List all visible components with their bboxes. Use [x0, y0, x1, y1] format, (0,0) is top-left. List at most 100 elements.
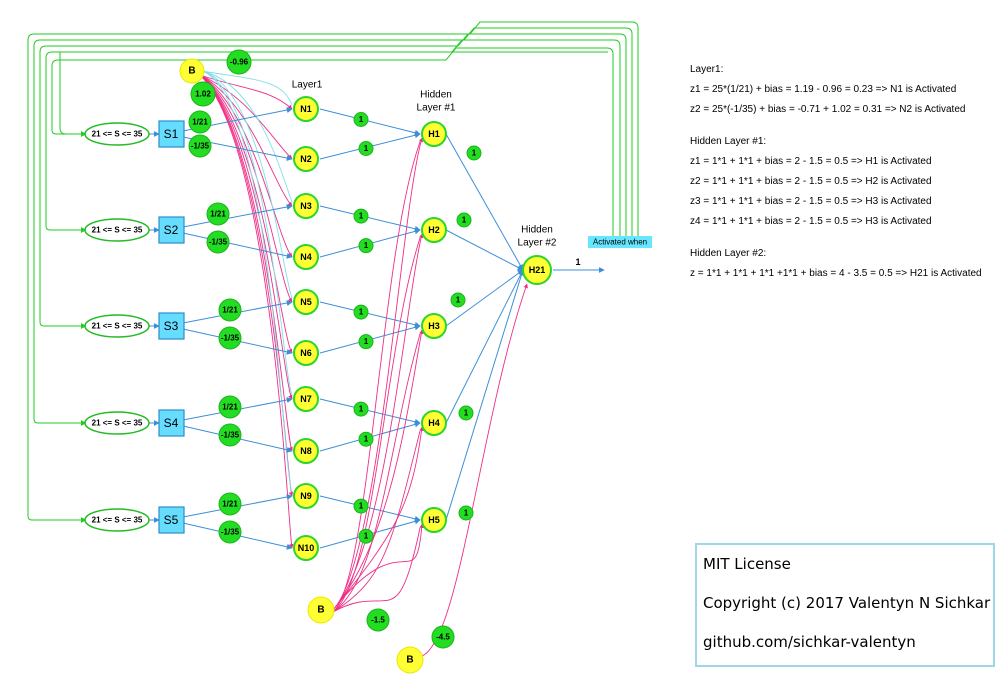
weight-link: [445, 229, 524, 271]
input-label: S2: [164, 223, 179, 237]
weight-link: [319, 301, 421, 328]
layer1-node-label: N6: [300, 348, 312, 358]
weight-label: 1: [456, 296, 461, 305]
weight-label: -4.5: [436, 633, 450, 642]
input-box: [158, 312, 185, 340]
output-node: [522, 255, 552, 285]
layer1-node: [293, 146, 319, 172]
weight-badge: [358, 141, 374, 156]
bias-link-highlight: [201, 70, 293, 493]
layer1-node: [293, 386, 319, 412]
layer1-node: [293, 96, 319, 122]
layer1-node-label: N8: [300, 446, 312, 456]
hidden1-node: [421, 313, 447, 339]
weight-label: 1: [464, 409, 469, 418]
weight-badge: [218, 326, 242, 350]
hidden1-title: Hidden Layer #1:: [690, 136, 767, 147]
condition-ellipse: [84, 411, 150, 435]
weight-badge: [353, 208, 369, 224]
bias-link: [199, 74, 293, 207]
weight-label: 1: [364, 337, 369, 346]
weight-label: 1: [359, 308, 364, 317]
weight-badge: [450, 292, 466, 308]
layer1-node: [293, 438, 319, 464]
layer1-node: [293, 289, 319, 315]
layer1-node: [293, 340, 319, 366]
bias-link: [332, 426, 424, 611]
weight-label: -1.5: [371, 616, 385, 625]
weight-badge: [206, 202, 230, 226]
hidden2-equation: z = 1*1 + 1*1 + 1*1 +1*1 + bias = 4 - 3.…: [690, 268, 982, 279]
feedback-line: [59, 52, 86, 135]
license-copyright: Copyright (c) 2017 Valentyn N Sichkar: [703, 594, 991, 612]
bias-node: [307, 596, 335, 624]
feedback-line: [45, 39, 621, 236]
weight-label: 1/21: [222, 306, 238, 315]
layer1-equation-2: z2 = 25*(-1/35) + bias = -0.71 + 1.02 = …: [690, 104, 966, 115]
bias-node: [396, 646, 424, 674]
license-link[interactable]: github.com/sichkar-valentyn: [703, 633, 916, 651]
bias-link: [199, 74, 293, 400]
weight-label: -1/35: [221, 431, 240, 440]
hidden1-equation-4: z4 = 1*1 + 1*1 + bias = 2 - 1.5 = 0.5 =>…: [690, 216, 932, 227]
bias-link: [199, 74, 293, 303]
weight-link: [445, 269, 525, 521]
layer1-node-label: N9: [300, 491, 312, 501]
weight-label: 1/21: [210, 210, 226, 219]
weight-link: [182, 204, 293, 228]
weight-label: 1: [359, 115, 364, 124]
weight-badge: [218, 395, 242, 419]
weight-label: 1: [464, 509, 469, 518]
activated-when-label: Activated when: [593, 238, 647, 247]
input-label: S3: [164, 319, 179, 333]
bias-link: [199, 74, 293, 452]
weight-badge: [466, 145, 482, 161]
bias-link: [332, 333, 421, 613]
bias-link: [332, 141, 421, 613]
condition-label: 21 <= S <= 35: [92, 226, 143, 235]
layer1-title: Layer1:: [690, 64, 724, 75]
hidden1-node-label: H4: [428, 418, 440, 428]
bias-link: [199, 74, 293, 354]
weight-badge: [358, 334, 374, 350]
hidden2-title: Hidden Layer #2:: [690, 248, 767, 259]
weight-badge: [358, 238, 374, 254]
hidden2-label-line2: Layer #2: [518, 238, 557, 249]
license-title: MIT License: [703, 555, 791, 573]
weight-link: [445, 269, 524, 424]
hidden1-node: [421, 121, 447, 147]
weight-label: 1: [359, 405, 364, 414]
layer1-node-label: N3: [300, 201, 312, 211]
activated-when-box: [588, 236, 652, 248]
weight-label: 1: [364, 241, 369, 250]
feedback-line: [39, 33, 627, 329]
weight-link: [445, 269, 524, 327]
bias-link: [199, 74, 294, 549]
layer1-node-label: N10: [298, 543, 315, 553]
weight-label: -1/35: [209, 238, 228, 247]
weight-label: 1/21: [192, 118, 208, 127]
weight-badge: [188, 134, 212, 158]
output-node-label: H21: [529, 265, 546, 275]
weight-link: [319, 205, 421, 232]
explanation-panel: Layer1: z1 = 25*(1/21) + bias = 1.19 - 0…: [690, 64, 1000, 288]
weight-link: [319, 398, 421, 425]
hidden1-node: [421, 507, 447, 533]
weight-badge: [353, 112, 369, 127]
bias-label: B: [188, 66, 195, 77]
bias-link: [332, 233, 424, 611]
weight-link: [445, 133, 524, 271]
input-label: S1: [164, 127, 179, 141]
condition-label: 21 <= S <= 35: [92, 516, 143, 525]
layer1-node-label: N4: [300, 252, 312, 262]
weight-label: 1: [359, 502, 364, 511]
layer1-node-label: N7: [300, 394, 312, 404]
layer1-label: Layer1: [292, 80, 323, 91]
input-label: S5: [164, 513, 179, 527]
weight-link: [319, 108, 421, 136]
layer1-node: [293, 193, 319, 219]
weight-badge: [218, 492, 242, 516]
weight-badge: [218, 520, 242, 544]
license-box: MIT License Copyright (c) 2017 Valentyn …: [695, 543, 995, 667]
